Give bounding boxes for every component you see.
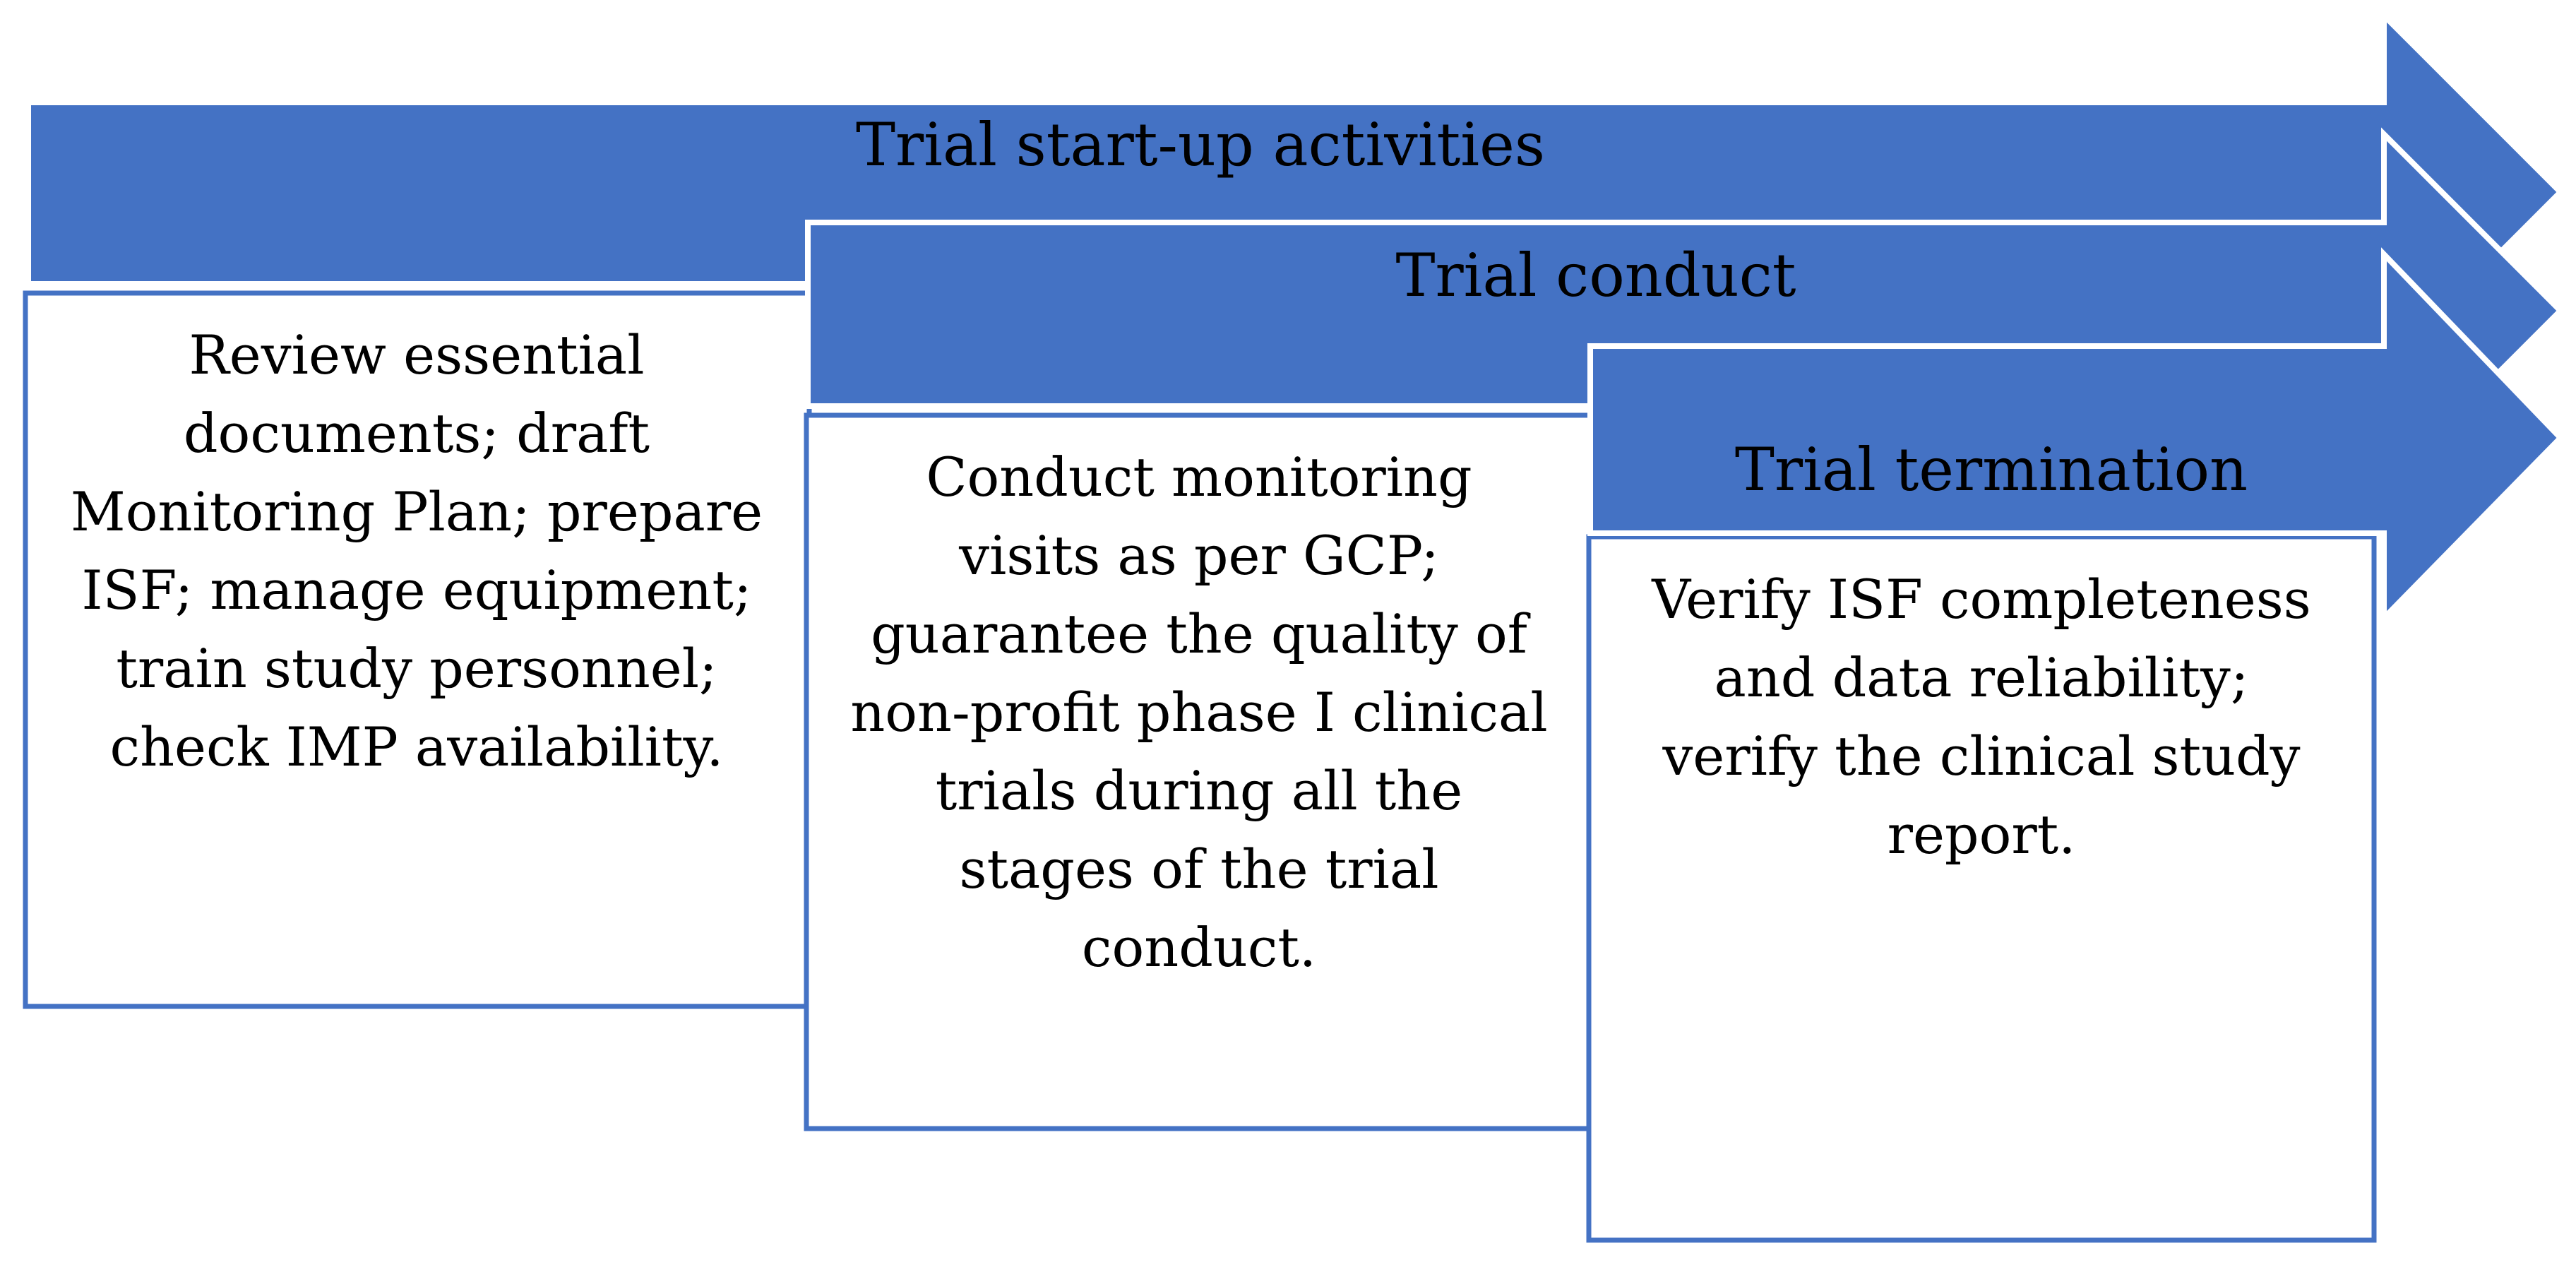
stage-2-line: guarantee the quality of — [871, 602, 1527, 665]
stage-3-title: Trial termination — [1734, 435, 2248, 504]
stage-1-line: Review essential — [189, 323, 645, 386]
stage-2-line: trials during all the — [935, 759, 1463, 822]
stage-1-title: Trial start-up activities — [855, 110, 1545, 179]
stage-3-description: Verify ISF completeness and data reliabi… — [1593, 560, 2370, 874]
stage-2-line: Conduct monitoring — [926, 446, 1472, 508]
stage-1-description: Review essential documents; draft Monito… — [28, 316, 805, 786]
stage-1-line: check IMP availability. — [109, 715, 724, 778]
stage-2-description: Conduct monitoring visits as per GCP; gu… — [811, 438, 1587, 987]
stage-1-line: ISF; manage equipment; — [81, 559, 752, 621]
stage-2-title: Trial conduct — [1395, 241, 1796, 310]
stage-1-line: train study personnel; — [116, 637, 717, 700]
stage-2-line: non-profit phase I clinical — [850, 681, 1548, 744]
stage-3-line: report. — [1887, 803, 2076, 866]
stage-1-line: Monitoring Plan; prepare — [70, 480, 763, 543]
stage-3-line: verify the clinical study — [1662, 725, 2301, 787]
stage-3-arrow — [1587, 247, 2565, 625]
stage-3-box — [1586, 534, 2377, 1243]
stage-2-line: stages of the trial — [959, 838, 1439, 900]
stage-3-line: and data reliability; — [1714, 646, 2249, 709]
stage-2-line: conduct. — [1081, 916, 1317, 979]
stage-1-box — [23, 290, 812, 1009]
stage-2-line: visits as per GCP; — [959, 524, 1439, 587]
stage-2-box — [804, 412, 1594, 1131]
stage-3-line: Verify ISF completeness — [1652, 568, 2311, 631]
stage-1-line: documents; draft — [183, 402, 650, 465]
